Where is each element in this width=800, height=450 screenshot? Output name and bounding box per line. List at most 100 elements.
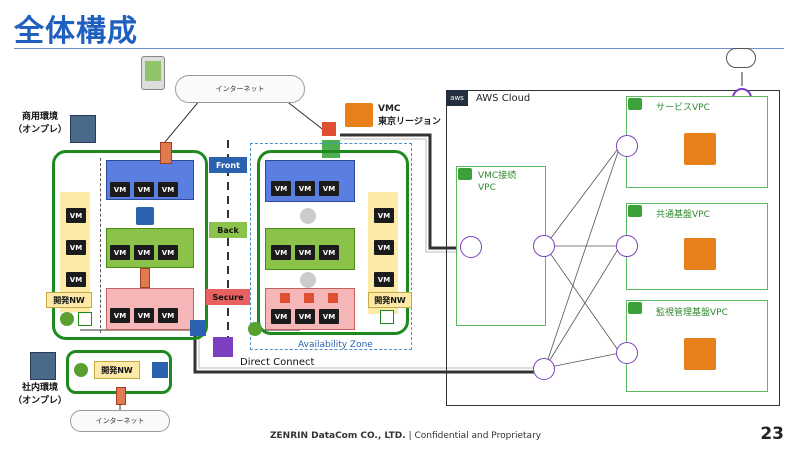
vm-chip: VM <box>158 182 178 197</box>
onprem-commercial-name: 商用環境 <box>21 112 58 122</box>
onprem-commercial-label: 商用環境 （オンプレ） <box>10 111 70 137</box>
vm-chip: VM <box>158 245 178 260</box>
internet-label: インターネット <box>215 85 265 93</box>
vpc-icon <box>628 302 642 314</box>
page-title: 全体構成 <box>14 14 138 49</box>
vm-chip: VM <box>66 240 86 255</box>
vm-chip: VM <box>271 245 291 260</box>
gateway-icon <box>74 363 88 377</box>
vm-chip: VM <box>271 309 291 324</box>
vpc-icon <box>628 98 642 110</box>
vm-chip: VM <box>110 182 130 197</box>
vpc-vmc-connect-title: VMC接続 VPC <box>478 170 516 194</box>
aws-logo: aws <box>446 90 468 106</box>
eni-icon <box>460 236 482 258</box>
vm-chip: VM <box>374 208 394 223</box>
aws-cloud-box <box>446 90 780 406</box>
vmc-label: VMC 東京リージョン <box>378 103 441 129</box>
firewall-icon <box>116 387 126 405</box>
workspaces-icon <box>684 338 716 370</box>
dev-nw-label-bottom: 開発NW <box>94 361 140 379</box>
dev-nw-label-right: 開発NW <box>368 292 412 308</box>
vmc-name: VMC <box>378 104 401 114</box>
vm-chip: VM <box>134 245 154 260</box>
onprem-internal-sub: （オンプレ） <box>13 396 67 406</box>
availability-zone-label: Availability Zone <box>298 340 373 350</box>
dev-nw-label-left: 開発NW <box>46 292 92 308</box>
vm-chip: VM <box>319 181 339 196</box>
vpc-service-title: サービスVPC <box>656 103 710 113</box>
vm-chip: VM <box>374 272 394 287</box>
workspaces-icon <box>684 238 716 270</box>
vm-chip: VM <box>295 309 315 324</box>
vm-chip: VM <box>134 308 154 323</box>
vm-chip: VM <box>66 208 86 223</box>
onprem-internal-label: 社内環境 （オンプレ） <box>10 382 70 408</box>
vm-chip: VM <box>158 308 178 323</box>
firewall-icon <box>160 142 172 164</box>
aws-cloud-label: AWS Cloud <box>476 93 531 104</box>
router-icon <box>533 235 555 257</box>
page-number: 23 <box>760 424 784 444</box>
vpc-vmc-connect-line1: VMC接続 <box>478 171 517 181</box>
workspaces-icon <box>684 133 716 165</box>
router-icon <box>533 358 555 380</box>
vmc-icon <box>345 103 373 127</box>
router-icon <box>616 342 638 364</box>
availability-zone-box <box>250 143 412 350</box>
vm-chip: VM <box>319 245 339 260</box>
vm-chip: VM <box>295 181 315 196</box>
endpoint-icon <box>380 310 394 324</box>
vm-chip: VM <box>134 182 154 197</box>
edge-router-icon <box>322 140 340 158</box>
switch-icon <box>190 320 206 336</box>
vm-chip: VM <box>110 245 130 260</box>
footer-note: Confidential and Proprietary <box>414 431 542 441</box>
firewall-icon <box>280 293 290 303</box>
footer-company: ZENRIN DataCom CO., LTD. <box>270 431 406 441</box>
router-icon <box>300 208 316 224</box>
vm-chip: VM <box>319 309 339 324</box>
switch-icon <box>152 362 168 378</box>
switch-icon <box>136 207 154 225</box>
router-icon <box>300 272 316 288</box>
firewall-icon <box>328 293 338 303</box>
router-icon <box>616 235 638 257</box>
zone-front-label: Front <box>209 157 247 173</box>
internet-label: インターネット <box>95 417 145 425</box>
direct-connect-icon <box>213 337 233 357</box>
cloud-upload-icon <box>726 48 756 68</box>
vmc-region: 東京リージョン <box>378 117 441 127</box>
vm-chip: VM <box>295 245 315 260</box>
inner-divider-left <box>100 158 101 333</box>
direct-connect-label: Direct Connect <box>240 357 315 368</box>
building-icon <box>70 115 96 143</box>
device-icon <box>141 56 165 90</box>
gateway-icon <box>248 322 262 336</box>
firewall-icon <box>140 268 150 288</box>
vmc-sddc-box <box>257 150 409 335</box>
footer: ZENRIN DataCom CO., LTD. | Confidential … <box>270 431 541 441</box>
zone-back-label: Back <box>209 222 247 238</box>
title-divider <box>14 48 784 49</box>
gateway-icon <box>60 312 74 326</box>
firewall-icon <box>304 293 314 303</box>
vpc-icon <box>458 168 472 180</box>
vm-chip: VM <box>110 308 130 323</box>
router-icon <box>616 135 638 157</box>
vm-chip: VM <box>66 272 86 287</box>
firewall-icon <box>322 122 336 136</box>
onprem-commercial-box <box>52 150 208 340</box>
footer-separator: | <box>408 431 412 441</box>
vpc-common-title: 共通基盤VPC <box>656 210 710 220</box>
vm-chip: VM <box>271 181 291 196</box>
vpc-vmc-connect-line2: VPC <box>478 183 496 193</box>
endpoint-icon <box>78 312 92 326</box>
onprem-internal-name: 社内環境 <box>21 383 58 393</box>
internet-cloud-top: インターネット <box>175 75 305 103</box>
building-icon <box>30 352 56 380</box>
internet-cloud-bottom: インターネット <box>70 410 170 432</box>
onprem-commercial-sub: （オンプレ） <box>13 125 67 135</box>
zone-secure-label: Secure <box>206 289 250 305</box>
vpc-monitoring-title: 監視管理基盤VPC <box>656 308 728 318</box>
